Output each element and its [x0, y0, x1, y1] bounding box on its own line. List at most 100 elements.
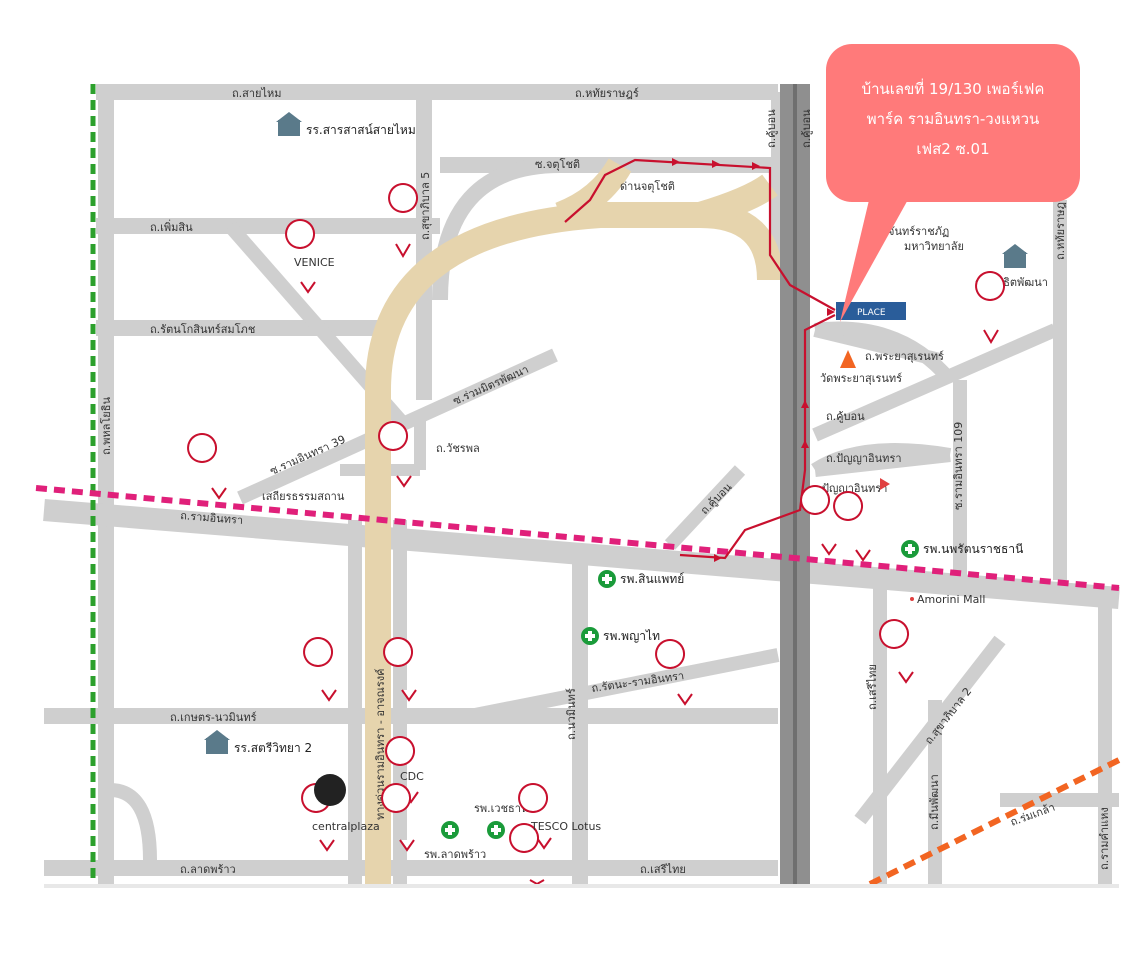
pin-fashion-island [655, 639, 693, 706]
arrowhead [672, 158, 680, 166]
callout-line-2: พาร์ค รามอินทรา-วงแหวน [866, 110, 1040, 128]
places: รร.สารสาสน์สายไหม รร.สตรีวิทยา 2 รร.สาธิ… [187, 112, 1048, 886]
hospital-icon [598, 570, 616, 588]
golf-flag-icon [880, 478, 890, 490]
pin-amorini [879, 619, 914, 684]
expressway-main [365, 202, 783, 884]
route-to-project [564, 158, 836, 560]
hospital-icon [901, 540, 919, 558]
road-kubon-r [812, 323, 1058, 442]
label-hathai-rat: ถ.หทัยราษฎร์ [575, 87, 639, 100]
label-hosp-noppharat: รพ.นพรัตนราชธานี [923, 542, 1023, 556]
label-phraya: ถ.พระยาสุเรนทร์ [865, 350, 944, 363]
arrowhead [801, 440, 809, 448]
label-school-saimai: รร.สารสาสน์สายไหม [306, 123, 416, 137]
pin-central-top [314, 774, 346, 806]
label-kubon-r: ถ.คู้บอน [826, 410, 865, 423]
label-venice: VENICE [294, 256, 335, 269]
label-ramintra109: ซ.รามอินทรา 109 [952, 422, 965, 510]
route-path-2 [679, 314, 836, 560]
map-bottom-edge [44, 884, 1119, 888]
label-hathairat-r: ถ.หทัยราษฎร์ [1054, 196, 1067, 260]
route-path-1 [564, 158, 836, 311]
hospital-icon [487, 821, 505, 839]
rail-orange-line [868, 757, 1121, 887]
temple-icon [840, 350, 856, 368]
label-lat-phrao: ถ.ลาดพร้าว [180, 863, 236, 876]
label-cdc: CDC [400, 770, 424, 783]
label-expressway: ทางด่วนรามอินทรา - อาจณรงค์ [374, 669, 387, 820]
label-university: มหาวิทยาลัย [904, 240, 964, 253]
route-arrowheads [672, 158, 835, 562]
label-sai-mai: ถ.สายไหม [232, 87, 282, 100]
expressway-spur [696, 174, 778, 228]
label-watcharaphol: ถ.วัชรพล [436, 442, 480, 455]
amorini-dot [910, 597, 914, 601]
label-panya: ถ.ปัญญาอินทรา [826, 452, 902, 465]
pin-big-c-bottom [381, 783, 415, 852]
label-ratanakosin: ถ.รัตนโกสินทร์สมโภช [150, 322, 255, 336]
callout-line-3: เฟส2 ซ.01 [916, 140, 990, 158]
pin-big-c-top [388, 183, 419, 258]
label-nawamin: ถ.นวมินทร์ [565, 688, 578, 740]
pin-ratchaphat-2 [187, 433, 227, 500]
road-ratana [468, 648, 780, 723]
pin-tesco [518, 783, 552, 850]
arrowhead [712, 160, 720, 168]
address-callout: บ้านเลขที่ 19/130 เพอร์เฟค พาร์ค รามอินท… [826, 44, 1080, 202]
label-kaset: ถ.เกษตร-นวมินทร์ [170, 711, 257, 724]
road-ram-intra [43, 499, 1120, 609]
arrowhead [714, 554, 722, 562]
label-ram-intra: ถ.รามอินทรา [180, 509, 244, 527]
label-golf: ปัญญาอินทรา [822, 482, 887, 495]
label-serithai-r: ถ.เสรีไทย [866, 664, 879, 710]
label-temple: วัดพระยาสุเรนทร์ [820, 372, 902, 385]
pin-ramintra-mid [383, 637, 417, 702]
project-sign [836, 302, 906, 320]
hospital-icon [581, 627, 599, 645]
school-icon [1002, 244, 1028, 268]
label-hosp-vejthani: รพ.เวชธานี [474, 802, 529, 815]
expressway [365, 158, 783, 884]
rail-pink-line [35, 485, 1120, 591]
label-chatuchot-soi: ซ.จตุโชติ [535, 157, 580, 171]
label-chatuchot-dist: ด่านจตุโชติ [620, 179, 675, 193]
pin-fashion-1 [800, 485, 837, 556]
road-curve-bottom-left [109, 783, 157, 861]
callout-pointer [840, 196, 910, 322]
expressway-branch [555, 158, 632, 228]
school-icon [204, 730, 230, 754]
arrowhead [827, 308, 835, 316]
label-ramkhamhaeng: ถ.รามคำแหง [1098, 807, 1111, 870]
road-phraya-curve [814, 321, 956, 385]
label-ratchaphat: จันทร์ราชภัฏ [888, 225, 949, 238]
road-kubon-diag [664, 465, 746, 550]
pin-fashion-2 [833, 491, 871, 562]
label-tham: เสถียรธรรมสถาน [262, 490, 345, 503]
school-icon [276, 112, 302, 136]
project-sign-label: PLACE [857, 308, 886, 318]
pin-venice [285, 219, 316, 294]
label-phahon: ถ.พหลโยธิน [99, 397, 113, 455]
label-hosp-latphrao: รพ.ลาดพร้าว [424, 848, 486, 861]
arrowhead [752, 162, 760, 170]
pin-watcharaphol [378, 421, 412, 488]
label-tesco: TESCO Lotus [530, 820, 601, 833]
label-sukhaphiban5: ถ.สุขาภิบาล 5 [419, 172, 432, 240]
label-central: centralplaza [312, 820, 380, 833]
pin-ramintra-left [303, 637, 337, 702]
label-hosp-phyathai: รพ.พญาไท [603, 629, 660, 643]
label-minphatthana: ถ.มีนพัฒนา [928, 774, 941, 830]
label-hosp-sinphaet: รพ.สินแพทย์ [620, 572, 684, 586]
label-amorini: Amorini Mall [917, 593, 985, 606]
callout-line-1: บ้านเลขที่ 19/130 เพอร์เฟค [861, 80, 1045, 98]
road-panya-curve [811, 443, 952, 476]
label-school-satri: รร.สตรีวิทยา 2 [234, 741, 312, 755]
label-phum-sin: ถ.เพิ่มสิน [150, 219, 193, 234]
hospital-icon [441, 821, 459, 839]
label-seri-thai: ถ.เสรีไทย [640, 863, 686, 876]
arrowhead [801, 400, 809, 408]
label-kubon-top: ถ.คู้บอน [765, 109, 778, 148]
label-kubon-top-2: ถ.คู้บอน [800, 109, 813, 148]
